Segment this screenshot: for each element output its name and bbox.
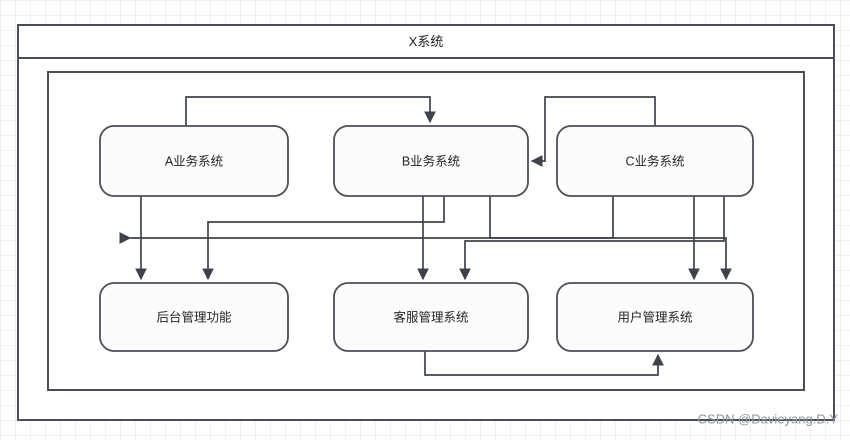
node-label-support: 客服管理系统	[393, 309, 468, 324]
edge-c-to-support	[459, 196, 725, 281]
edge-c-to-b	[530, 96, 656, 167]
edge-support-to-user	[424, 351, 664, 376]
watermark: CSDN @Davieyang.D.Y	[698, 411, 839, 426]
node-box-c[interactable]	[556, 125, 754, 197]
node-label-a: A业务系统	[165, 153, 223, 168]
node-box-user[interactable]	[556, 282, 754, 352]
node-box-support[interactable]	[333, 282, 529, 352]
node-box-a[interactable]	[99, 125, 289, 197]
edge-b-to-backend	[202, 196, 445, 281]
node-a[interactable]: A业务系统	[99, 125, 289, 197]
node-label-backend: 后台管理功能	[156, 309, 232, 324]
node-backend[interactable]: 后台管理功能	[99, 282, 289, 352]
node-c[interactable]: C业务系统	[556, 125, 754, 197]
node-support[interactable]: 客服管理系统	[333, 282, 529, 352]
node-user[interactable]: 用户管理系统	[556, 282, 754, 352]
node-box-b[interactable]	[333, 125, 529, 197]
edge-connectors-group	[128, 96, 732, 376]
edge-a-to-b	[185, 96, 436, 126]
node-b[interactable]: B业务系统	[333, 125, 529, 197]
edge-b-to-user	[489, 196, 732, 281]
node-label-b: B业务系统	[402, 153, 460, 168]
node-label-c: C业务系统	[625, 153, 684, 168]
page-title: X系统	[409, 34, 444, 49]
node-box-backend[interactable]	[99, 282, 289, 352]
node-label-user: 用户管理系统	[617, 309, 692, 324]
